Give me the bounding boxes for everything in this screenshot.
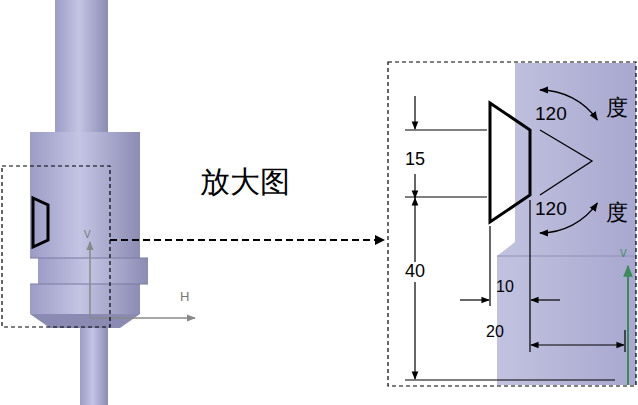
dimension-value: 40 — [404, 262, 426, 282]
zoom-frame — [388, 62, 636, 386]
angle-value: 120 — [535, 104, 567, 125]
label-anchor: 度 — [606, 201, 628, 225]
zoom-caption: 放大图 — [200, 165, 290, 198]
label-anchor: V — [84, 229, 91, 240]
v-axis — [89, 242, 91, 318]
axis-label: V — [84, 229, 91, 240]
dimension-lines — [405, 96, 625, 380]
v-axis-green — [627, 266, 629, 385]
label-anchor: 40 — [404, 262, 426, 282]
trapezoid-mark — [33, 198, 48, 247]
angle-chevron — [540, 130, 592, 195]
label-anchor: 120 — [535, 104, 567, 125]
label-anchor: 放大图 — [200, 165, 290, 198]
zoom-arrow — [110, 239, 384, 241]
label-anchor: 度 — [606, 96, 628, 120]
label-anchor: 15 — [404, 150, 426, 170]
dimension-value: 20 — [486, 323, 504, 341]
angle-unit: 度 — [606, 201, 628, 225]
label-anchor: 20 — [486, 323, 504, 341]
label-anchor: H — [180, 290, 189, 304]
label-anchor: 10 — [496, 278, 514, 296]
angle-unit: 度 — [606, 96, 628, 120]
axis-label: H — [180, 290, 189, 304]
angle-value: 120 — [535, 199, 567, 220]
label-anchor: 120 — [535, 199, 567, 220]
trapezoid-mark — [490, 103, 530, 222]
h-axis — [90, 317, 195, 319]
shaft-model — [30, 0, 195, 405]
label-anchor: V — [620, 248, 627, 259]
detail-frame — [2, 166, 110, 327]
dimension-value: 15 — [404, 150, 426, 170]
axis-label: V — [620, 248, 627, 259]
dimension-value: 10 — [496, 278, 514, 296]
zoom-view — [405, 63, 636, 385]
